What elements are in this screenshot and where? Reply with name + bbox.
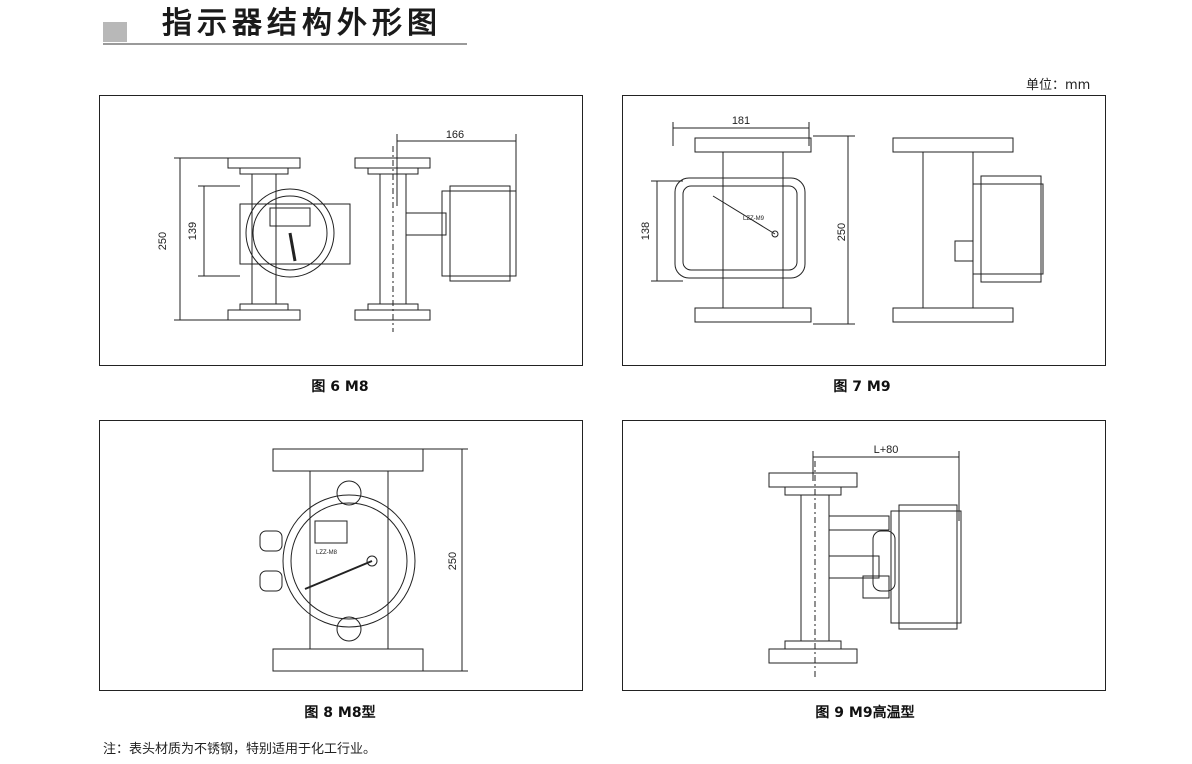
fig7-dim-181: 181 (732, 115, 750, 127)
figure-9-drawing: L+80 (768, 444, 962, 677)
page-title: 指示器结构外形图 (162, 6, 442, 41)
unit-label: 单位：mm (1026, 78, 1091, 93)
fig6-dim-139: 139 (187, 222, 199, 240)
figure-9-panel: L+80 (622, 420, 1106, 691)
figure-7-panel: 181 138 250 LZZ-M9 (622, 95, 1106, 366)
figure-7-caption: 图 7 M9 (833, 379, 891, 395)
fig6-dim-250: 250 (157, 232, 169, 250)
figure-9-caption: 图 9 M9高温型 (815, 705, 915, 721)
figure-8-caption: 图 8 M8型 (304, 705, 376, 721)
figure-6-drawing: 250 139 166 (157, 129, 517, 332)
figure-8-drawing: 250 LZZ-M8 (259, 448, 468, 672)
fig9-dim-l80: L+80 (874, 444, 899, 456)
header-decor-square (103, 22, 127, 42)
fig7-dim-138: 138 (640, 222, 652, 240)
figure-6-panel: 250 139 166 (99, 95, 583, 366)
fig7-model-text: LZZ-M9 (743, 216, 765, 222)
fig8-dim-250: 250 (447, 552, 459, 570)
figure-7-drawing: 181 138 250 LZZ-M9 (640, 115, 1044, 325)
fig6-dim-166: 166 (446, 129, 464, 141)
figure-6-caption: 图 6 M8 (311, 379, 369, 395)
header-underline (103, 43, 467, 45)
fig7-dim-250: 250 (836, 223, 848, 241)
figure-8-panel: 250 LZZ-M8 (99, 420, 583, 691)
footnote: 注：表头材质为不锈钢，特别适用于化工行业。 (103, 742, 377, 757)
fig8-model-text: LZZ-M8 (316, 550, 338, 556)
